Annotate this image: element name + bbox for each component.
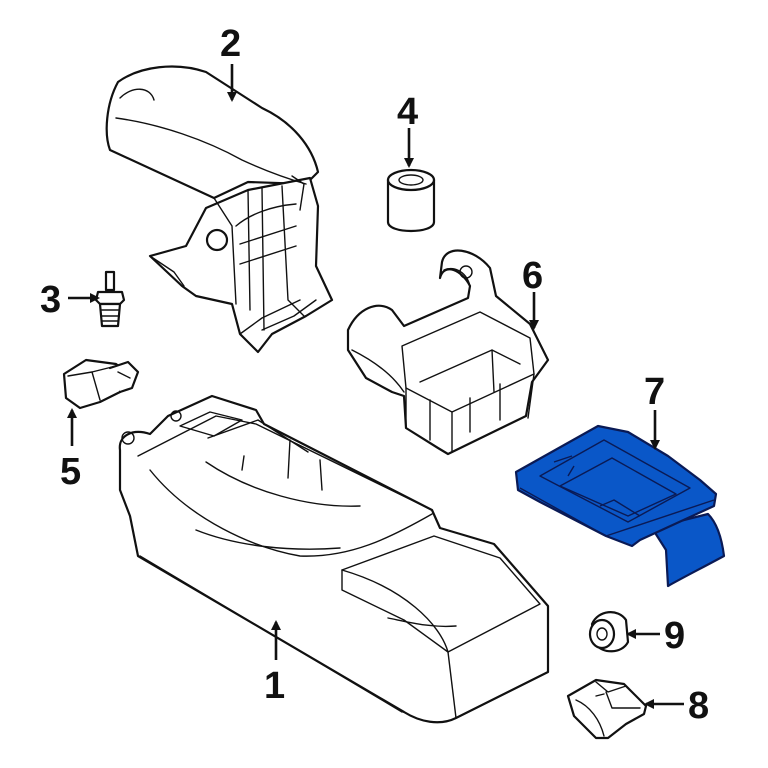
part-7-storage-tray[interactable]	[514, 424, 726, 588]
callout-7: 7	[644, 371, 665, 413]
part-9-bushing[interactable]	[588, 611, 630, 653]
callout-2: 2	[220, 23, 241, 65]
callout-3: 3	[40, 279, 61, 321]
part-2-armrest-lid[interactable]	[105, 65, 334, 354]
callout-4: 4	[397, 91, 418, 133]
callout-5: 5	[60, 451, 81, 493]
callout-9: 9	[664, 615, 685, 657]
part-1-console-base[interactable]	[118, 394, 550, 724]
callout-8: 8	[688, 685, 709, 727]
part-8-clip[interactable]	[566, 678, 648, 740]
part-5-clip[interactable]	[62, 358, 140, 410]
callout-1: 1	[264, 665, 285, 707]
part-6-tray[interactable]	[346, 249, 550, 456]
part-4-bushing[interactable]	[386, 168, 436, 232]
callout-6: 6	[522, 255, 543, 297]
part-7-strap	[650, 512, 726, 588]
part-3-bolt[interactable]	[94, 270, 126, 328]
